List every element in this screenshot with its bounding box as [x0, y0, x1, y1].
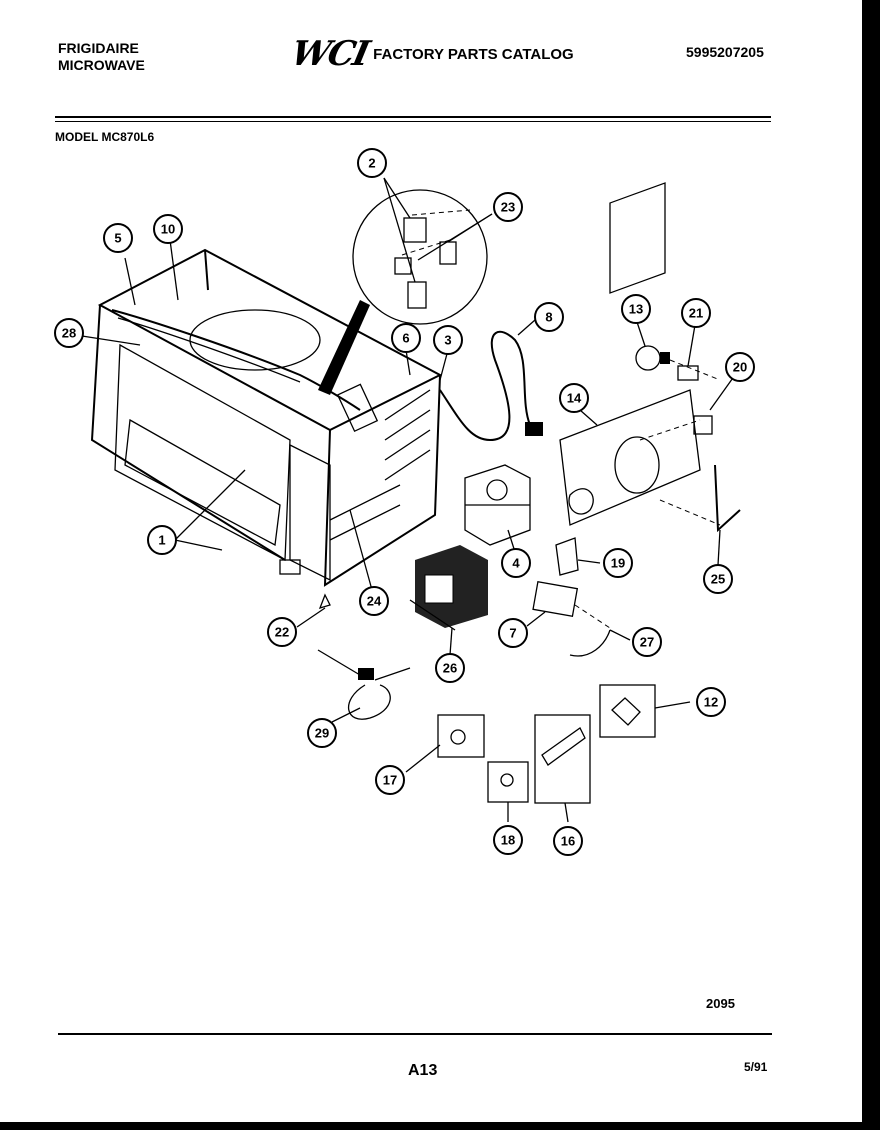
- svg-text:8: 8: [545, 310, 552, 325]
- svg-text:22: 22: [275, 625, 289, 640]
- product-type: MICROWAVE: [58, 57, 145, 73]
- callout-23: 23: [493, 192, 523, 222]
- callout-6: 6: [391, 323, 421, 353]
- svg-text:19: 19: [611, 556, 625, 571]
- callout-29: 29: [307, 718, 337, 748]
- thermal-fuse: [317, 649, 411, 720]
- svg-text:10: 10: [161, 222, 175, 237]
- callout-2: 2: [357, 148, 387, 178]
- rod-part: [714, 464, 741, 533]
- callout-14: 14: [559, 383, 589, 413]
- header-rule-top: [55, 116, 771, 118]
- brand-name: FRIGIDAIRE: [58, 40, 139, 56]
- magnetron: [464, 464, 531, 546]
- callout-25: 25: [703, 564, 733, 594]
- cabinet-drawing: [90, 248, 443, 587]
- revision-date: 5/91: [744, 1060, 768, 1074]
- catalog-number: 5995207205: [686, 44, 764, 60]
- callout-7: 7: [498, 618, 528, 648]
- callout-17: 17: [375, 765, 405, 795]
- callout-1: 1: [147, 525, 177, 555]
- callout-12: 12: [696, 687, 726, 717]
- callout-5: 5: [103, 223, 133, 253]
- svg-text:12: 12: [704, 695, 718, 710]
- svg-text:2: 2: [368, 156, 375, 171]
- footer-rule: [58, 1033, 772, 1035]
- callout-22: 22: [267, 617, 297, 647]
- svg-text:3: 3: [444, 333, 451, 348]
- callout-13: 13: [621, 294, 651, 324]
- parts-catalog-page: FRIGIDAIRE MICROWAVE WCI FACTORY PARTS C…: [0, 0, 862, 1122]
- boxed-parts: [437, 684, 656, 804]
- page-number: A13: [408, 1062, 438, 1079]
- header-rule-bottom: [55, 121, 771, 122]
- svg-text:20: 20: [733, 360, 747, 375]
- callout-labels: 1 2 3 4 5 6 7 8 10 12 13 14 16 17 18 19 …: [54, 148, 755, 856]
- callout-16: 16: [553, 826, 583, 856]
- callout-21: 21: [681, 298, 711, 328]
- exploded-parts-diagram: 1 2 3 4 5 6 7 8 10 12 13 14 16 17 18 19 …: [54, 148, 755, 856]
- callout-10: 10: [153, 214, 183, 244]
- callout-19: 19: [603, 548, 633, 578]
- power-cord: [439, 330, 543, 442]
- callout-18: 18: [493, 825, 523, 855]
- callout-26: 26: [435, 653, 465, 683]
- model-number: MODEL MC870L6: [55, 130, 155, 144]
- svg-text:23: 23: [501, 200, 515, 215]
- svg-text:28: 28: [62, 326, 76, 341]
- svg-text:13: 13: [629, 302, 643, 317]
- brand-block: FRIGIDAIRE MICROWAVE: [58, 40, 145, 74]
- callout-4: 4: [501, 548, 531, 578]
- svg-text:16: 16: [561, 834, 575, 849]
- svg-text:24: 24: [367, 594, 382, 609]
- callout-27: 27: [632, 627, 662, 657]
- fan-assembly: [559, 182, 721, 526]
- callout-3: 3: [433, 325, 463, 355]
- capacitor-parts: [532, 537, 611, 657]
- catalog-title: FACTORY PARTS CATALOG: [373, 45, 574, 63]
- lamp-parts: [635, 345, 721, 435]
- svg-text:5: 5: [114, 231, 121, 246]
- svg-text:27: 27: [640, 635, 654, 650]
- svg-text:26: 26: [443, 661, 457, 676]
- svg-text:21: 21: [689, 306, 703, 321]
- svg-text:18: 18: [501, 833, 515, 848]
- svg-text:6: 6: [402, 331, 409, 346]
- leader-lines: [81, 177, 736, 823]
- catalog-header: WCI FACTORY PARTS CATALOG: [288, 34, 574, 74]
- svg-text:25: 25: [711, 572, 725, 587]
- callout-28: 28: [54, 318, 84, 348]
- interlock-detail: [318, 189, 488, 395]
- svg-text:1: 1: [158, 533, 165, 548]
- callout-20: 20: [725, 352, 755, 382]
- svg-text:14: 14: [567, 391, 582, 406]
- callout-24: 24: [359, 586, 389, 616]
- drawing-code: 2095: [706, 996, 735, 1011]
- svg-text:4: 4: [512, 556, 520, 571]
- svg-text:7: 7: [509, 626, 516, 641]
- callout-8: 8: [534, 302, 564, 332]
- svg-text:29: 29: [315, 726, 329, 741]
- svg-text:17: 17: [383, 773, 397, 788]
- transformer: [409, 545, 488, 631]
